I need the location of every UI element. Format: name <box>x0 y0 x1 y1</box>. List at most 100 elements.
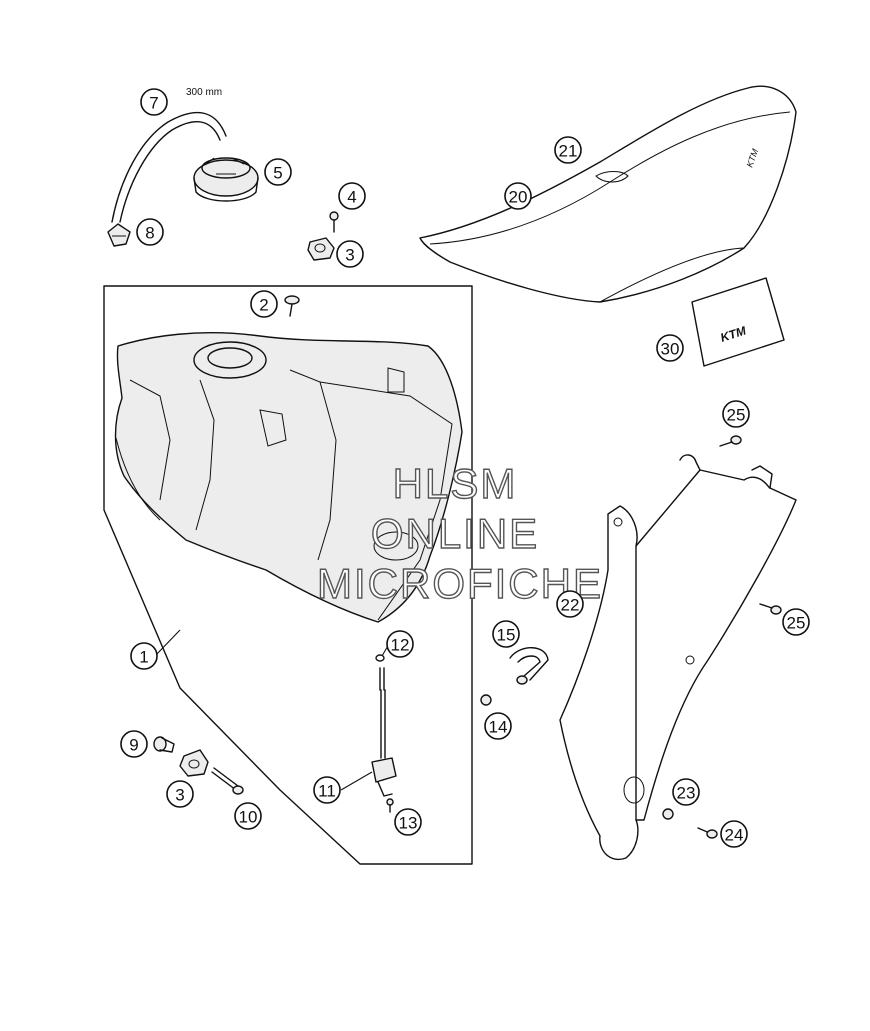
callout-circle <box>136 218 164 246</box>
mounting-bolt-10 <box>211 767 244 795</box>
callout-5: 5 <box>264 158 292 186</box>
hose-length-label: 300 mm <box>186 87 222 98</box>
callout-1: 1 <box>130 642 158 670</box>
callout-number: 10 <box>239 808 258 827</box>
nut-23 <box>662 808 674 820</box>
nut-14 <box>480 694 492 706</box>
screw-2 <box>284 295 300 317</box>
rubber-spacer-3-lower <box>179 749 209 777</box>
callout-number: 4 <box>347 188 356 207</box>
watermark-line-2: ONLINE <box>371 510 539 557</box>
callout-circle <box>504 182 532 210</box>
callout-number: 12 <box>391 636 410 655</box>
screw-25-side <box>759 603 782 615</box>
callout-22: 22 <box>556 590 584 618</box>
tank-group-frame <box>103 285 473 865</box>
callout-number: 3 <box>175 786 184 805</box>
callout-10: 10 <box>234 802 262 830</box>
screw-24 <box>697 827 718 839</box>
callout-number: 21 <box>559 142 578 161</box>
mounting-bolt-9 <box>153 736 175 753</box>
callout-25: 25 <box>722 400 750 428</box>
callout-8: 8 <box>136 218 164 246</box>
rubber-spacer-3 <box>307 237 335 261</box>
vent-hose-15 <box>509 647 549 685</box>
callout-7: 7 <box>140 88 168 116</box>
callout-circle <box>313 776 341 804</box>
callout-number: 20 <box>509 188 528 207</box>
callout-circle <box>782 608 810 636</box>
callout-9: 9 <box>120 730 148 758</box>
callout-number: 25 <box>727 406 746 425</box>
callout-number: 13 <box>399 814 418 833</box>
callout-number: 11 <box>318 782 336 801</box>
callout-14: 14 <box>484 712 512 740</box>
callout-21: 21 <box>554 136 582 164</box>
callout-circle <box>336 240 364 268</box>
callout-25: 25 <box>782 608 810 636</box>
callout-circle <box>556 590 584 618</box>
callout-number: 24 <box>725 826 744 845</box>
callout-3: 3 <box>166 780 194 808</box>
fuel-tank <box>114 332 463 623</box>
seat-logo: KTM <box>744 147 760 169</box>
callout-number: 22 <box>561 596 580 615</box>
bolt-4 <box>329 211 339 233</box>
watermark-line-1: HLSM <box>393 460 518 507</box>
callout-number: 30 <box>661 340 680 359</box>
fuel-tap <box>371 654 397 813</box>
callout-circle <box>250 290 278 318</box>
callout-12: 12 <box>386 630 414 658</box>
callout-number: 14 <box>489 718 508 737</box>
callout-circle <box>492 620 520 648</box>
callout-circle <box>140 88 168 116</box>
callout-number: 5 <box>273 164 282 183</box>
callout-number: 1 <box>139 648 148 667</box>
callout-number: 2 <box>259 296 268 315</box>
callout-circle <box>722 400 750 428</box>
callout-2: 2 <box>250 290 278 318</box>
callout-number: 23 <box>677 784 696 803</box>
callout-number: 7 <box>149 94 158 113</box>
callout-number: 9 <box>129 736 138 755</box>
callout-circle <box>120 730 148 758</box>
callout-circle <box>394 808 422 836</box>
callout-number: 8 <box>145 224 154 243</box>
side-panel <box>559 454 797 861</box>
callout-number: 3 <box>345 246 354 265</box>
watermark: HLSM ONLINE MICROFICHE <box>316 459 603 607</box>
callout-23: 23 <box>672 778 700 806</box>
fuel-cap <box>193 157 259 202</box>
callout-number: 25 <box>787 614 806 633</box>
callout-circle <box>554 136 582 164</box>
callout-circle <box>338 182 366 210</box>
callout-24: 24 <box>720 820 748 848</box>
callout-circle <box>166 780 194 808</box>
callout-circle <box>234 802 262 830</box>
seat: KTM <box>419 85 797 303</box>
callout-circle <box>720 820 748 848</box>
decal: KTM <box>691 277 785 367</box>
callout-15: 15 <box>492 620 520 648</box>
hose-fitting <box>107 223 131 247</box>
callout-circle <box>672 778 700 806</box>
screw-25-top <box>719 435 742 447</box>
callout-4: 4 <box>338 182 366 210</box>
callout-20: 20 <box>504 182 532 210</box>
callout-11: 11 <box>313 776 341 804</box>
callout-circle <box>130 642 158 670</box>
decal-logo: KTM <box>719 323 749 345</box>
watermark-line-3: MICROFICHE <box>317 560 603 607</box>
callout-30: 30 <box>656 334 684 362</box>
callout-circle <box>264 158 292 186</box>
callout-circle <box>484 712 512 740</box>
callout-circle <box>656 334 684 362</box>
callout-labels: 7 5 8 4 3 21 20 2 30 25 1 12 15 22 25 14 9 11 3 10 13 23 24 <box>120 88 810 848</box>
callout-3: 3 <box>336 240 364 268</box>
callout-number: 15 <box>497 626 516 645</box>
fuel-hose: 300 mm <box>111 87 227 223</box>
callout-13: 13 <box>394 808 422 836</box>
callout-circle <box>386 630 414 658</box>
